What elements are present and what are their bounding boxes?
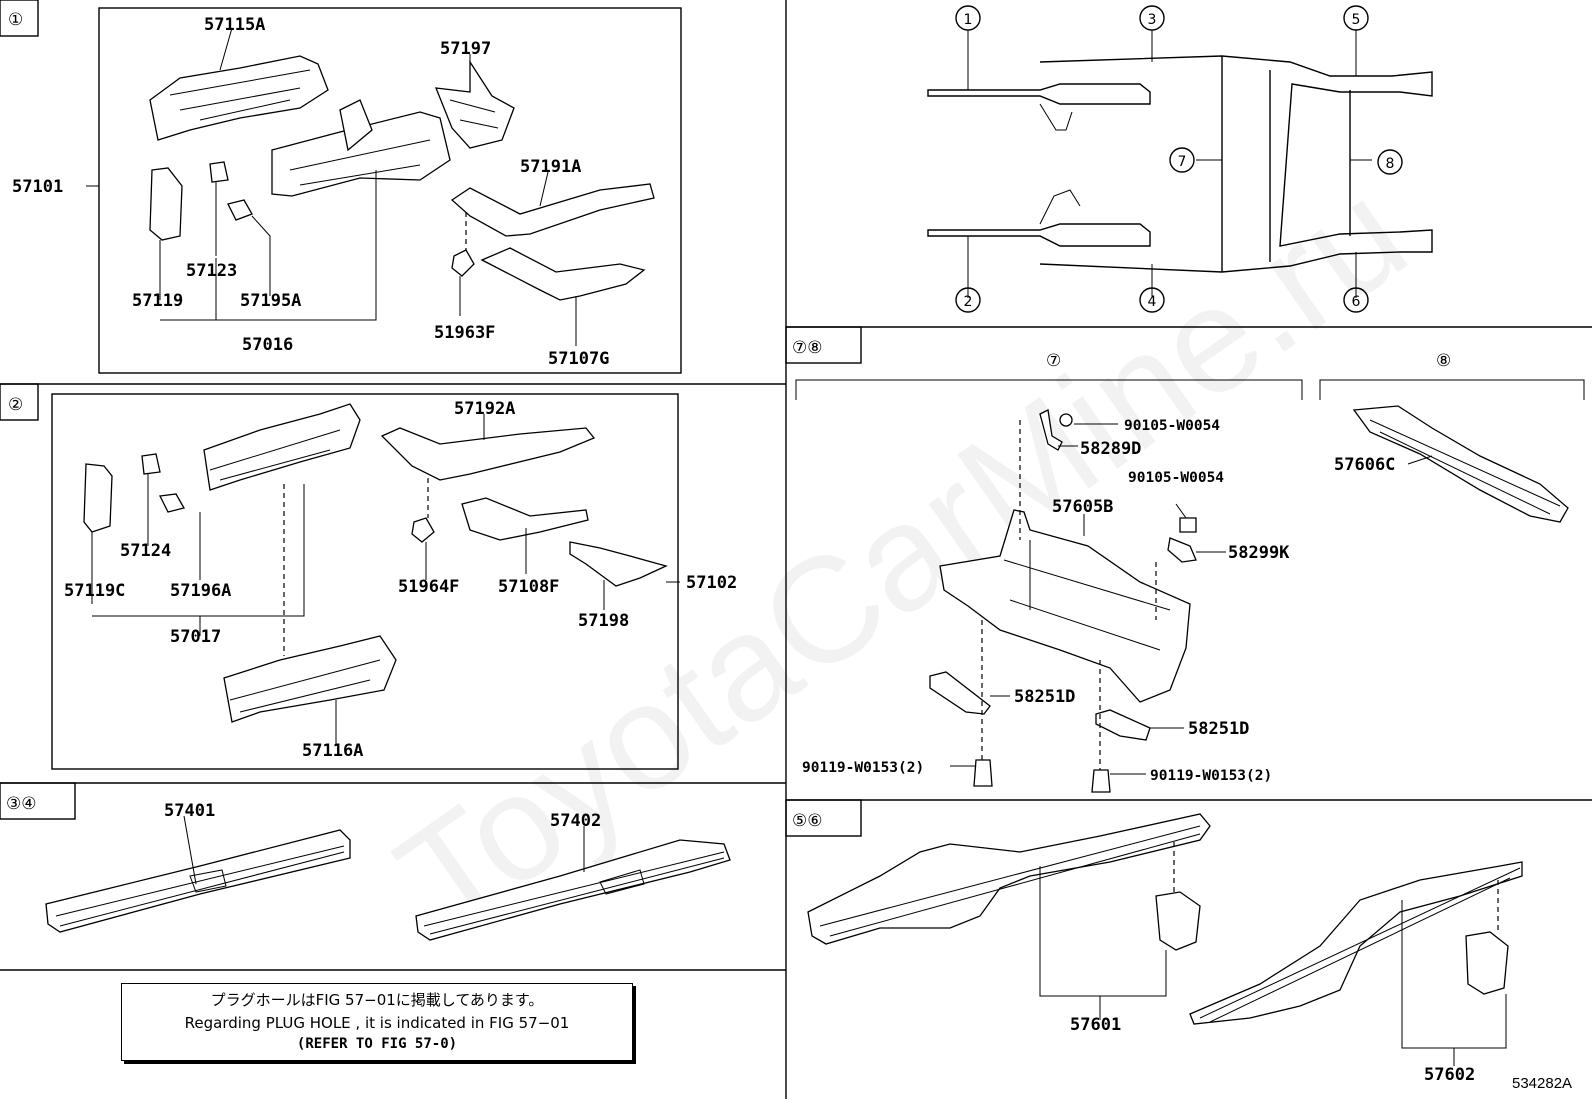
label-57196A: 57196A <box>170 581 231 601</box>
part-57606C-shape <box>1352 405 1569 523</box>
figure-id: 534282A <box>1512 1075 1572 1092</box>
label-57107G: 57107G <box>548 349 609 369</box>
label-57123: 57123 <box>186 261 237 281</box>
subheader-8: ⑧ <box>1436 351 1451 371</box>
label-57602: 57602 <box>1424 1065 1475 1085</box>
label-51963F: 51963F <box>434 323 495 343</box>
callout-2: 2 <box>964 294 973 310</box>
callout-1: 1 <box>964 12 973 28</box>
section-56 <box>807 813 1523 1066</box>
label-58251D-left: 58251D <box>1014 687 1075 707</box>
part-57198-shape <box>569 541 668 587</box>
label-57119C: 57119C <box>64 581 125 601</box>
label-57402: 57402 <box>550 811 601 831</box>
label-90105-W0054-b: 90105-W0054 <box>1128 470 1224 486</box>
part-57196A-shape <box>159 493 185 513</box>
label-90105-W0054-a: 90105-W0054 <box>1124 418 1220 434</box>
frame-overview <box>927 5 1433 313</box>
part-57123-shape <box>209 161 229 183</box>
part-57197-shape <box>434 59 515 149</box>
part-51963F-shape <box>451 249 475 277</box>
section-34 <box>45 815 731 941</box>
label-57195A: 57195A <box>240 291 301 311</box>
callout-3: 3 <box>1148 12 1157 28</box>
part-57107G-shape <box>480 247 646 301</box>
part-58251D-left-shape <box>929 671 991 715</box>
part-57191A-shape <box>450 183 655 237</box>
svg-text:③④: ③④ <box>6 794 36 814</box>
label-57102: 57102 <box>686 573 737 593</box>
part-58251D-right-shape <box>1095 709 1151 741</box>
section-tag-56: ⑤⑥ <box>785 799 862 837</box>
label-57192A: 57192A <box>454 399 515 419</box>
label-57017: 57017 <box>170 627 221 647</box>
part-57115A-shape <box>149 55 329 141</box>
section-78 <box>795 379 1585 793</box>
svg-text:①: ① <box>8 10 23 30</box>
svg-text:⑤⑥: ⑤⑥ <box>792 811 822 831</box>
label-58251D-right: 58251D <box>1188 719 1249 739</box>
svg-text:②: ② <box>8 395 23 415</box>
part-57016-s2-shape <box>203 403 361 491</box>
label-51964F: 51964F <box>398 577 459 597</box>
label-57601: 57601 <box>1070 1015 1121 1035</box>
part-57119C-shape <box>83 463 113 533</box>
label-57116A: 57116A <box>302 741 363 761</box>
label-57605B: 57605B <box>1052 497 1113 517</box>
part-57601-shape <box>807 813 1211 945</box>
section-2 <box>51 393 680 770</box>
callout-7: 7 <box>1178 154 1187 170</box>
note-reference: (REFER TO FIG 57-0) <box>296 1036 458 1052</box>
part-57192A-shape <box>380 427 596 481</box>
note-english: Regarding PLUG HOLE , it is indicated in… <box>184 1014 570 1032</box>
label-57197: 57197 <box>440 39 491 59</box>
label-57191A: 57191A <box>520 157 581 177</box>
plug-hole-note: プラグホールはFIG 57−01に掲載してあります。 Regarding PLU… <box>121 983 633 1061</box>
label-57606C: 57606C <box>1334 455 1395 475</box>
label-57016: 57016 <box>242 335 293 355</box>
label-57198: 57198 <box>578 611 629 631</box>
part-57124-shape <box>141 453 161 475</box>
label-57401: 57401 <box>164 801 215 821</box>
label-57119: 57119 <box>132 291 183 311</box>
part-51964F-shape <box>411 517 435 543</box>
part-57195A-shape <box>227 199 253 221</box>
part-57402-shape <box>415 839 731 941</box>
section-1 <box>86 7 682 374</box>
subheader-7: ⑦ <box>1046 351 1061 371</box>
label-57124: 57124 <box>120 541 171 561</box>
section-tag-34: ③④ <box>0 782 76 820</box>
label-90119-W0153-left: 90119-W0153(2) <box>802 760 924 776</box>
svg-text:⑦⑧: ⑦⑧ <box>792 338 822 358</box>
note-japanese: プラグホールはFIG 57−01に掲載してあります。 <box>210 991 544 1009</box>
callout-4: 4 <box>1148 294 1157 310</box>
label-58299K: 58299K <box>1228 543 1290 563</box>
part-57108F-shape <box>461 497 589 541</box>
callout-5: 5 <box>1352 12 1361 28</box>
label-57101: 57101 <box>12 177 63 197</box>
part-57605B-shape <box>939 509 1191 703</box>
part-57016-shape <box>271 111 451 197</box>
section-tag-2: ② <box>0 383 39 421</box>
part-58299K-shape <box>1167 537 1197 563</box>
label-90119-W0153-right: 90119-W0153(2) <box>1150 768 1272 784</box>
section-tag-78: ⑦⑧ <box>785 326 862 364</box>
section-tag-1: ① <box>0 0 39 37</box>
label-57108F: 57108F <box>498 577 559 597</box>
label-57115A: 57115A <box>204 15 265 35</box>
callout-8: 8 <box>1386 156 1395 172</box>
part-58289D-shape <box>1039 409 1063 451</box>
part-57119-shape <box>149 167 183 241</box>
label-58289D: 58289D <box>1080 439 1141 459</box>
callout-6: 6 <box>1352 294 1361 310</box>
